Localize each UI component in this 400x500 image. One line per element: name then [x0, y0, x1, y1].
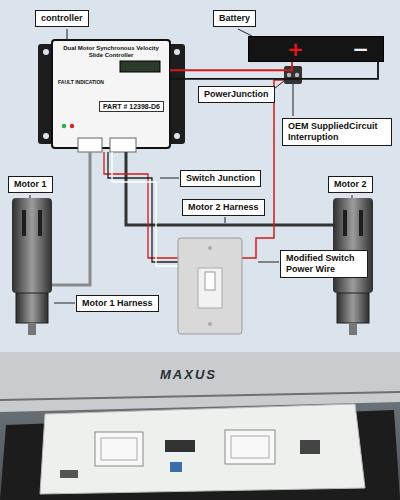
toggle-base [198, 268, 222, 308]
motor-harness-wire [52, 152, 90, 285]
motor-harness-wire [126, 152, 333, 225]
label-text: Motor 2 Harness [188, 202, 259, 213]
board-connector [95, 432, 143, 466]
status-led [62, 124, 66, 128]
status-led [70, 124, 74, 128]
motor-vent [38, 210, 42, 236]
switch-wire [112, 152, 178, 266]
callout-label: Motor 1 [8, 176, 53, 193]
motor-body [333, 198, 373, 293]
connector-pins [231, 436, 269, 458]
product-title: Dual Motor Synchronous Velocity Slide Co… [58, 45, 164, 59]
mounting-hole [43, 133, 49, 139]
part-number: PART # 12398-D6 [99, 101, 164, 112]
label-text: controller [41, 13, 83, 24]
mounting-hole [174, 49, 180, 55]
terminal-screw [295, 73, 299, 77]
label-text: Motor 2 [334, 179, 367, 190]
callout-label: PowerJunction [198, 86, 275, 103]
switch-wire [104, 152, 178, 258]
board-component [300, 440, 320, 454]
callout-label: Modified Switch Power Wire [280, 250, 368, 278]
label-text: Battery [219, 13, 250, 24]
photo-text: MAXUS [160, 368, 217, 382]
terminal-sign: + [287, 39, 304, 59]
switch-power-wire [242, 80, 284, 258]
controller-face [52, 40, 170, 148]
mounting-hole [174, 133, 180, 139]
gear-head [337, 293, 369, 323]
junction-block [284, 66, 302, 84]
label-text: Switch Junction [186, 173, 255, 184]
motor-vent [22, 210, 26, 236]
board-connector [225, 430, 275, 464]
rv-body [0, 352, 400, 412]
connector-pins [101, 438, 137, 460]
controller-unit: Dual Motor Synchronous Velocity Slide Co… [52, 40, 170, 148]
leader-line [30, 195, 31, 198]
plate-screw [208, 322, 212, 326]
circuit-board [40, 404, 365, 494]
plate-screw [208, 246, 212, 250]
callout-label: OEM SuppliedCircuit Interruption [282, 118, 392, 146]
battery: +− [248, 36, 384, 62]
motor-shaft [349, 323, 357, 335]
switch-wire [108, 152, 178, 262]
board-component [170, 462, 182, 472]
callout-label: Battery [213, 10, 256, 27]
leader-line [238, 29, 252, 36]
callout-label: Motor 1 Harness [76, 295, 159, 312]
label-text: PowerJunction [204, 89, 269, 100]
leader-line [258, 262, 279, 263]
board-component [165, 440, 195, 452]
callout-label: Switch Junction [180, 170, 261, 187]
leader-line [67, 29, 68, 40]
panel-text: FAULT INDICATION [58, 79, 104, 85]
motor-vent [359, 210, 363, 236]
leader-line [225, 217, 226, 223]
callout-label: Motor 2 [328, 176, 373, 193]
toggle-lever [205, 272, 215, 290]
label-text: Modified Switch Power Wire [286, 253, 362, 275]
leader-line [352, 195, 353, 198]
leader-line [160, 178, 179, 179]
harness-connector [78, 138, 102, 152]
callout-label: controller [35, 10, 89, 27]
leader-line [54, 303, 75, 304]
rv-trim [0, 392, 400, 400]
gear-head [16, 293, 48, 323]
display-window [120, 61, 160, 72]
label-text: OEM SuppliedCircuit Interruption [288, 121, 386, 143]
board-component [60, 470, 78, 478]
mounting-hole [43, 49, 49, 55]
motor-body [12, 198, 52, 293]
power-wire [170, 62, 378, 79]
label-text: Motor 1 Harness [82, 298, 153, 309]
label-text: Motor 1 [14, 179, 47, 190]
photo-background [0, 352, 400, 500]
power-wire [170, 62, 292, 70]
callout-label: Motor 2 Harness [182, 199, 265, 216]
background [0, 0, 400, 352]
terminal-screw [287, 73, 291, 77]
switch-plate [178, 238, 242, 334]
leader-line [293, 84, 294, 116]
terminal-sign: − [352, 39, 369, 59]
motor-shaft [28, 323, 36, 335]
motor-vent [343, 210, 347, 236]
harness-connector [110, 138, 136, 152]
